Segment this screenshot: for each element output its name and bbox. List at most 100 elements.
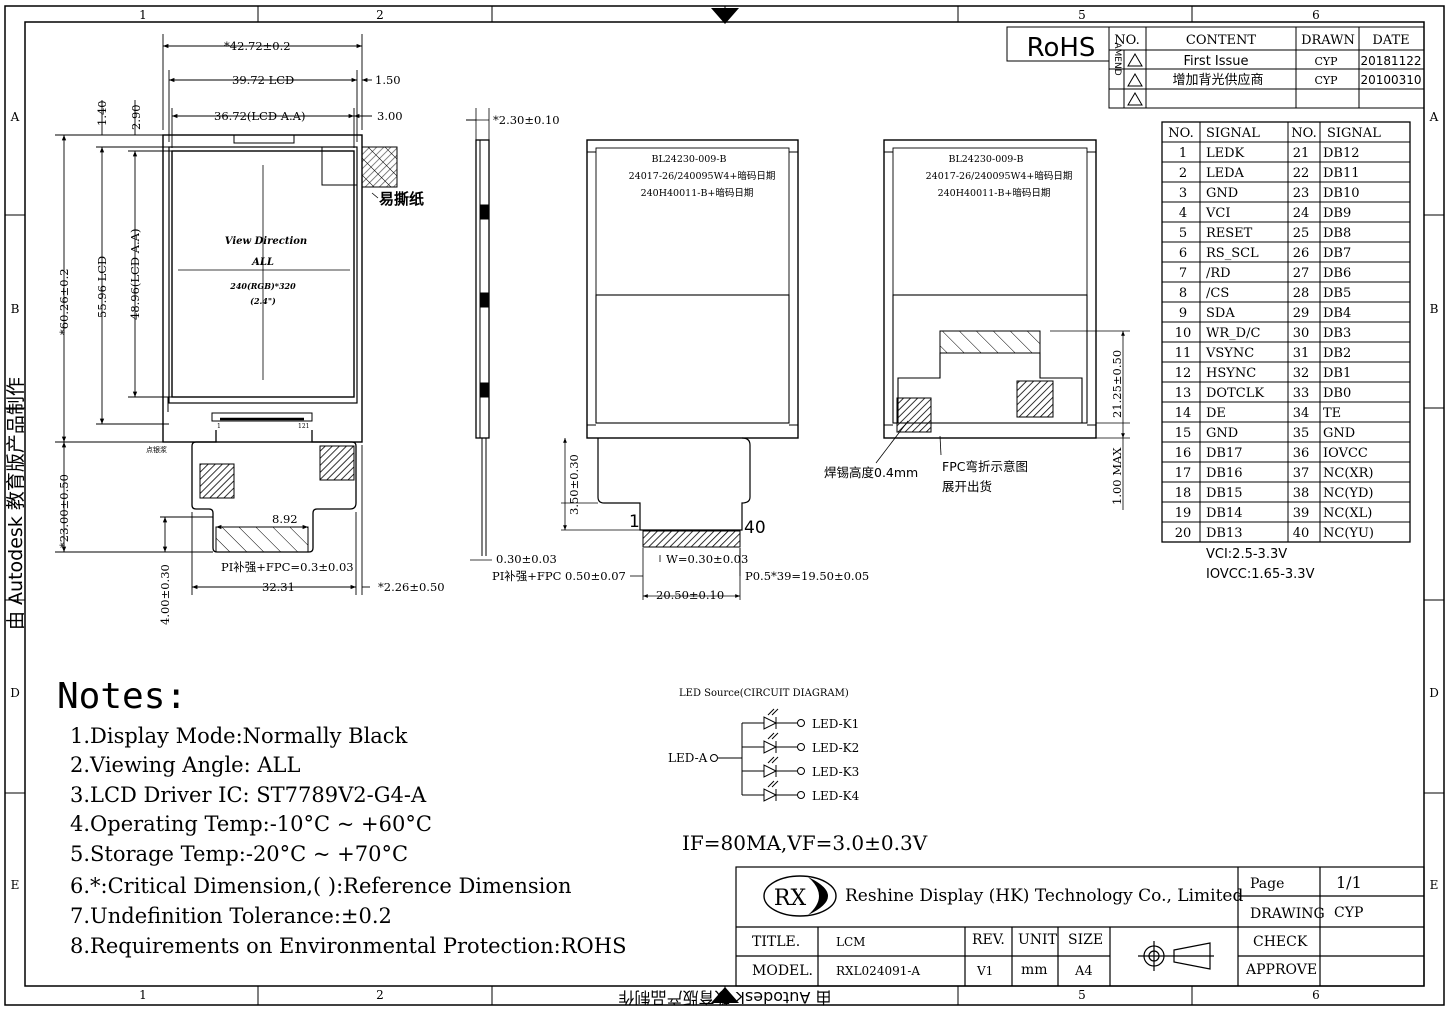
pin-number: 15	[1175, 426, 1192, 441]
led-diode-icon	[742, 756, 805, 778]
pin-number: 27	[1293, 266, 1310, 281]
pin-signal: DB4	[1323, 306, 1351, 321]
note-item: 8.Requirements on Environmental Protecti…	[70, 934, 626, 958]
panel-size: (2.4")	[250, 296, 276, 306]
rev-date: 20100310	[1360, 73, 1421, 87]
pin-number: 35	[1293, 426, 1310, 441]
model-value: RXL024091-A	[836, 964, 920, 978]
led-diode-icon	[742, 780, 805, 802]
col-label: 1	[139, 988, 147, 1002]
pin-signal: RS_SCL	[1206, 246, 1259, 261]
pin-signal: DB16	[1206, 466, 1243, 481]
pin-signal: RESET	[1206, 226, 1253, 241]
pin-number: 17	[1175, 466, 1192, 481]
dim-3231: 32.31	[262, 580, 295, 594]
label-line-2: 24017-26/240095W4+暗码日期	[926, 170, 1073, 182]
pin-header-signal: SIGNAL	[1327, 126, 1381, 141]
rev-drawn: CYP	[1314, 55, 1338, 68]
row-label: B	[11, 302, 20, 316]
dim-350: 3.50±0.30	[567, 454, 581, 515]
label-line-1: BL24230-009-B	[948, 154, 1023, 165]
logo-text: RX	[774, 886, 807, 911]
pin-signal: NC(XR)	[1323, 466, 1374, 481]
dim-pitch: P0.5*39=19.50±0.05	[745, 569, 869, 583]
pin-number: 22	[1293, 166, 1310, 181]
pin-signal: NC(XL)	[1323, 506, 1372, 521]
back-view-1-dimensions: 3.50±0.30 1 40 W=0.30±0.03 0.50±0.07 P0.…	[565, 454, 869, 602]
back-view-2-text: BL24230-009-B 24017-26/240095W4+暗码日期 240…	[926, 154, 1073, 199]
page-value: 1/1	[1336, 873, 1362, 892]
pin-signal: DB15	[1206, 486, 1243, 501]
pin-signal: LEDK	[1206, 146, 1245, 161]
pin-signal: DB1	[1323, 366, 1351, 381]
side-view	[466, 108, 492, 561]
pin-number: 23	[1293, 186, 1310, 201]
note-item: 1.Display Mode:Normally Black	[70, 724, 408, 748]
dim-right-2: 3.00	[377, 109, 403, 123]
pin-number: 31	[1293, 346, 1310, 361]
pin-signal: DB7	[1323, 246, 1351, 261]
dim-lcd-height: 55.96 LCD	[95, 256, 109, 318]
dim-top-1: 1.40	[95, 100, 109, 126]
dim-lcd-width: 39.72 LCD	[232, 73, 294, 87]
pin-number: 33	[1293, 386, 1310, 401]
pin-header-no: NO.	[1168, 126, 1193, 141]
pin-number: 11	[1175, 346, 1192, 361]
cathode-label: LED-K3	[812, 765, 859, 779]
dim-right-1: 1.50	[375, 73, 401, 87]
pin-number: 13	[1175, 386, 1192, 401]
dim-892: 8.92	[272, 512, 298, 526]
note-item: 6.*:Critical Dimension,( ):Reference Dim…	[70, 874, 572, 898]
cathode-label: LED-K4	[812, 789, 860, 803]
label-line-3: 240H40011-B+暗码日期	[641, 187, 754, 199]
cathode-label: LED-K2	[812, 741, 859, 755]
back-view-1-text: BL24230-009-B 24017-26/240095W4+暗码日期 240…	[629, 154, 776, 199]
pin-number: 2	[1179, 166, 1187, 181]
fpc-label-2: 展开出货	[942, 479, 992, 494]
fpc-pin-first: 1	[217, 423, 221, 430]
pin-number: 19	[1175, 506, 1192, 521]
pin-signal: LEDA	[1206, 166, 1245, 181]
note-item: 2.Viewing Angle: ALL	[70, 753, 300, 777]
rev-value: V1	[976, 964, 993, 978]
col-label: 2	[376, 8, 384, 22]
label-line-1: BL24230-009-B	[651, 154, 726, 165]
size-label: SIZE	[1068, 932, 1103, 948]
connector-pin-first: 1	[629, 512, 640, 532]
col-label: 5	[1078, 8, 1086, 22]
note-item: 7.Undefinition Tolerance:±0.2	[70, 904, 392, 928]
pin-header-signal: SIGNAL	[1206, 126, 1260, 141]
pin-signal: DB11	[1323, 166, 1360, 181]
dim-w: W=0.30±0.03	[666, 552, 748, 566]
pin-number: 32	[1293, 366, 1310, 381]
dim-226: *2.26±0.50	[378, 580, 445, 594]
led-spec: IF=80MA,VF=3.0±0.3V	[682, 831, 928, 855]
pin-number: 34	[1293, 406, 1310, 421]
frame-labels: 1 2 5 6 1 2 5 6 A B D E A B D E	[10, 8, 1439, 1002]
anode-label: LED-A	[668, 751, 708, 765]
dim-100: 1.00 MAX	[1110, 447, 1124, 505]
view-direction: View Direction	[225, 236, 307, 247]
dim-050: 0.50±0.07	[565, 569, 626, 583]
dim-thickness: *2.30±0.10	[493, 113, 560, 127]
rohs-mark: RoHS	[1027, 33, 1096, 63]
pin-signal: DB5	[1323, 286, 1351, 301]
col-label: 2	[376, 988, 384, 1002]
approve-label: APPROVE	[1245, 962, 1317, 978]
rev-content: 增加背光供应商	[1172, 72, 1263, 88]
rev-header-no: NO.	[1114, 33, 1139, 48]
check-label: CHECK	[1253, 934, 1308, 950]
drawing-label: DRAWING	[1250, 906, 1325, 922]
pin-signal: /CS	[1206, 286, 1229, 301]
row-label: A	[10, 110, 20, 124]
dim-fpc-length: *23.00±0.50	[57, 474, 71, 548]
vci-spec: VCI:2.5-3.3V	[1206, 547, 1287, 562]
pin-header-no: NO.	[1291, 126, 1316, 141]
spot-label: 点银浆	[146, 445, 167, 454]
pin-number: 25	[1293, 226, 1310, 241]
pin-number: 9	[1179, 306, 1187, 321]
led-circuit: LED Source(CIRCUIT DIAGRAM) LED-A LED-K1…	[668, 688, 928, 855]
pin-number: 40	[1293, 526, 1310, 541]
